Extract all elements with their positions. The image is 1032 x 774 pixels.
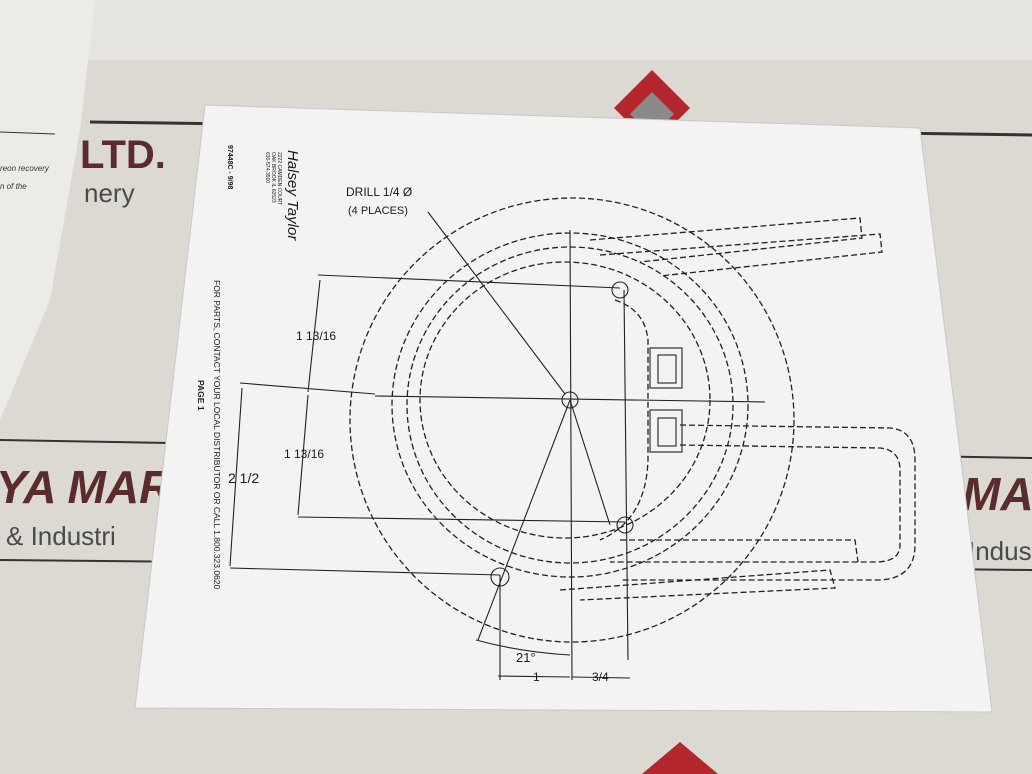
sheet-footer: FOR PARTS, CONTACT YOUR LOCAL DISTRIBUTO… — [212, 280, 222, 590]
drill-places: (4 PLACES) — [348, 205, 408, 217]
wall-top — [0, 0, 1032, 60]
sign-text: YA MAR — [0, 461, 172, 513]
drill-label: DRILL 1/4 Ø — [346, 185, 412, 199]
sheet-header: Halsey Taylor 2222 CAMDEN COURT OAK BROO… — [226, 145, 301, 241]
sheet-page: PAGE 1 — [196, 380, 206, 411]
logo-diamond-icon — [642, 742, 718, 774]
address-line: 2222 CAMDEN COURT — [276, 152, 282, 205]
drawing-sheet — [134, 104, 993, 713]
address-line: OAK BROOK IL 60523 — [270, 152, 276, 203]
left-paper: reon recovery n of the — [0, 0, 95, 420]
dim-lower: 1 13/16 — [284, 447, 324, 461]
left-paper-text: reon recovery — [0, 164, 50, 173]
sign-subtext: nery — [84, 178, 135, 208]
brand-logo: Halsey Taylor — [284, 150, 301, 241]
page-number: PAGE 1 — [196, 380, 206, 411]
sign-subtext: & Industri — [6, 521, 116, 551]
template-drawing — [229, 197, 916, 681]
dim-upper: 1 13/16 — [296, 329, 336, 343]
angle-label: 21° — [516, 650, 536, 665]
dim-total: 2 1/2 — [228, 470, 259, 486]
dim-right: 3/4 — [592, 670, 609, 684]
dim-left: 1 — [533, 670, 540, 684]
sign-subtext: Indust — [968, 536, 1032, 566]
sign-text: MAR — [962, 468, 1032, 520]
footer-text: FOR PARTS, CONTACT YOUR LOCAL DISTRIBUTO… — [212, 280, 222, 590]
sign-text: LTD. — [80, 133, 166, 177]
doc-number: 97448C - 9/98 — [226, 145, 233, 189]
left-paper-text: n of the — [0, 182, 27, 191]
address-line: 630-574-3500 — [264, 152, 270, 183]
